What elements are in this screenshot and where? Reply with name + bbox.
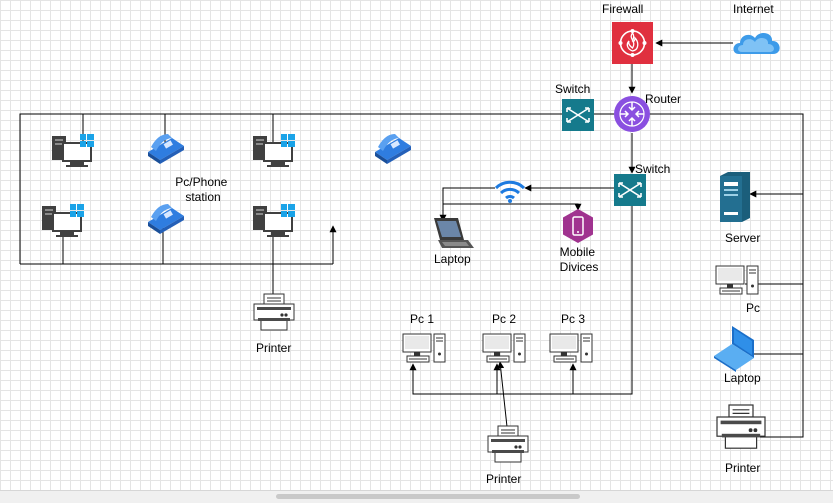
cloud-icon[interactable]	[733, 32, 780, 54]
printer-icon[interactable]	[716, 404, 766, 449]
connection-lines	[19, 39, 804, 438]
diagram-canvas[interactable]: Firewall Internet Switch Router Switch P…	[0, 0, 833, 490]
printer-bottom-label: Printer	[486, 472, 521, 486]
server-label: Server	[725, 231, 760, 245]
pc1-label: Pc 1	[410, 312, 434, 326]
switch-top-icon[interactable]	[561, 98, 595, 132]
printer-icon[interactable]	[487, 425, 529, 463]
mobile-phone-icon[interactable]	[563, 209, 593, 243]
network-diagram: Firewall Internet Switch Router Switch P…	[19, 2, 804, 486]
ip-phone-icon[interactable]	[375, 134, 411, 164]
pc-phone-station-label: Pc/Phone station	[175, 175, 230, 204]
ip-phone-icon[interactable]	[148, 204, 184, 234]
workstation-icon[interactable]	[42, 204, 84, 237]
desktop-pc-icon[interactable]	[549, 333, 593, 363]
laptop-wifi-label: Laptop	[434, 252, 471, 266]
pc2-label: Pc 2	[492, 312, 516, 326]
mobile-devices-label: Mobile Divices	[560, 245, 599, 274]
switch-mid-icon[interactable]	[613, 173, 647, 207]
printer-right-label: Printer	[725, 461, 760, 475]
router-icon[interactable]	[614, 96, 650, 132]
server-icon[interactable]	[720, 172, 750, 222]
printer-left-label: Printer	[256, 341, 291, 355]
workstation-icon[interactable]	[52, 134, 94, 167]
workstation-icon[interactable]	[253, 204, 295, 237]
switch-mid-label: Switch	[635, 162, 670, 176]
workstation-icon[interactable]	[253, 134, 295, 167]
laptop-icon[interactable]	[434, 218, 474, 248]
wifi-icon[interactable]	[494, 180, 526, 203]
firewall-icon[interactable]	[612, 22, 653, 64]
laptop-icon[interactable]	[714, 326, 754, 372]
horizontal-scrollbar[interactable]	[0, 490, 833, 503]
pc3-label: Pc 3	[561, 312, 585, 326]
internet-label: Internet	[733, 2, 774, 16]
laptop-right-label: Laptop	[724, 371, 761, 385]
switch-top-label: Switch	[555, 82, 590, 96]
router-label: Router	[645, 92, 681, 106]
desktop-pc-icon[interactable]	[715, 265, 759, 295]
ip-phone-icon[interactable]	[148, 134, 184, 164]
scrollbar-thumb[interactable]	[276, 494, 580, 499]
pc-right-label: Pc	[746, 301, 760, 315]
firewall-label: Firewall	[602, 2, 643, 16]
desktop-pc-icon[interactable]	[402, 333, 446, 363]
desktop-pc-icon[interactable]	[482, 333, 526, 363]
printer-icon[interactable]	[253, 293, 295, 331]
